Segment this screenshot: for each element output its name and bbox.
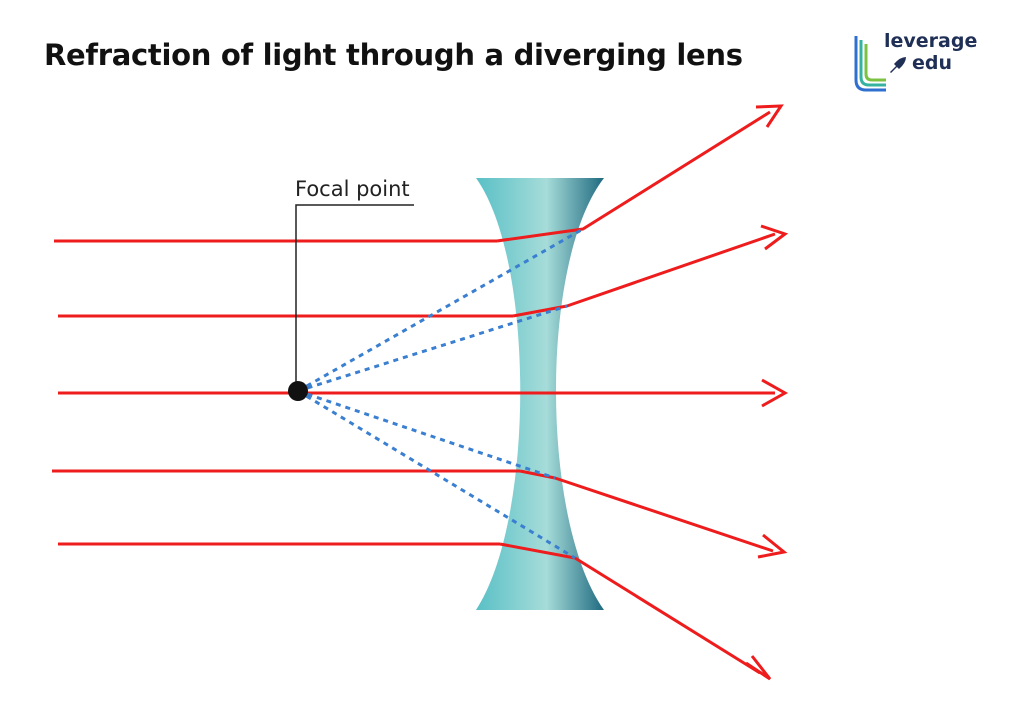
virtual-rays bbox=[297, 227, 584, 560]
arrowhead-4 bbox=[757, 533, 788, 559]
virtual-ray-5 bbox=[297, 389, 576, 560]
virtual-ray-2 bbox=[297, 304, 568, 393]
emergent-ray-1 bbox=[496, 110, 771, 243]
logo-word-leverage: leverage bbox=[884, 30, 978, 52]
focal-point-label: Focal point bbox=[295, 177, 410, 201]
leverage-edu-logo: leverage edu bbox=[850, 30, 990, 100]
logo-word-edu: edu bbox=[912, 52, 953, 74]
ray-arrowheads bbox=[745, 104, 789, 681]
arrowhead-2 bbox=[760, 224, 789, 251]
diagram-title: Refraction of light through a diverging … bbox=[44, 38, 743, 72]
arrowhead-5 bbox=[745, 655, 772, 681]
logo-mark-icon bbox=[854, 36, 886, 92]
virtual-ray-4 bbox=[297, 389, 556, 480]
focal-point-dot bbox=[288, 381, 308, 401]
focal-label-leader bbox=[295, 204, 414, 387]
incident-rays bbox=[52, 239, 775, 546]
arrowhead-3 bbox=[761, 378, 789, 408]
rocket-icon bbox=[890, 57, 906, 73]
virtual-ray-1 bbox=[297, 227, 584, 393]
arrowhead-1 bbox=[755, 104, 784, 128]
